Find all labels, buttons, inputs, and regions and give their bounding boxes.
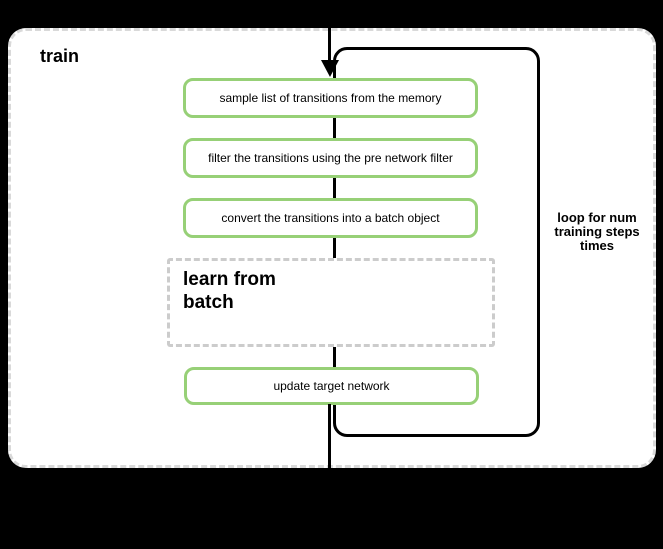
loop-annotation-line: training steps <box>554 224 640 239</box>
loop-annotation-line: times <box>580 238 614 253</box>
step-label: filter the transitions using the pre net… <box>208 151 453 165</box>
step-update-target-network: update target network <box>184 367 479 405</box>
sub-process-label: learn from batch <box>183 269 276 313</box>
flow-line-bottom <box>328 404 331 468</box>
step-sample-transitions: sample list of transitions from the memo… <box>183 78 478 118</box>
flow-line-top <box>328 0 331 62</box>
loop-annotation: loop for num training steps times <box>541 211 653 253</box>
step-label: sample list of transitions from the memo… <box>219 91 442 105</box>
step-convert-to-batch: convert the transitions into a batch obj… <box>183 198 478 238</box>
step-filter-transitions: filter the transitions using the pre net… <box>183 138 478 178</box>
train-group-title: train <box>40 46 80 66</box>
loop-annotation-line: loop for num <box>557 210 637 225</box>
step-label: convert the transitions into a batch obj… <box>221 211 440 225</box>
loop-boundary <box>333 47 540 437</box>
sub-process-learn-from-batch: learn from batch <box>167 258 495 347</box>
step-label: update target network <box>273 379 390 393</box>
arrow-down-icon <box>321 60 339 77</box>
